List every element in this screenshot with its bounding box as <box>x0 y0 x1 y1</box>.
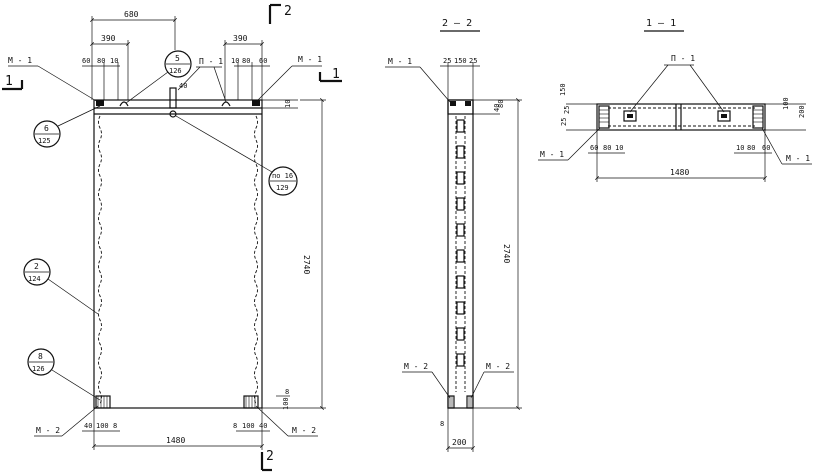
p1-insert-left <box>623 110 637 122</box>
label-22-m1: M - 1 <box>388 57 412 66</box>
dim-11-25-b: 25 <box>560 118 568 126</box>
dim-11-200: 200 <box>798 105 806 118</box>
callout-8-126: 8 126 <box>27 348 101 401</box>
dim-bottom-40-right: 40 <box>259 422 267 430</box>
section-1-1-title: 1 — 1 <box>646 18 676 29</box>
dim-11-80-left: 80 <box>603 144 611 152</box>
dim-11-1480: 1480 <box>670 168 689 177</box>
right-wavy-edge <box>254 115 258 405</box>
dim-10-right: 10 <box>231 57 239 65</box>
label-11-m1-left: M - 1 <box>540 150 564 159</box>
section-marker-bottom: 2 <box>266 449 274 464</box>
dim-80-left: 80 <box>97 57 105 65</box>
dim-680: 680 <box>124 10 139 19</box>
section-2-2-title: 2 — 2 <box>442 18 472 29</box>
dim-bottom-100-left: 100 <box>96 422 109 430</box>
dim-11-60-right: 60 <box>762 144 770 152</box>
center-insert <box>169 87 177 109</box>
section-2-2-view: 2 — 2 25 150 25 <box>385 18 522 452</box>
svg-text:126: 126 <box>32 365 45 373</box>
section-marker-top: 2 <box>284 4 292 19</box>
top-loop-left <box>119 101 129 107</box>
dim-22-25-left: 25 <box>443 57 451 65</box>
dim-bottom-100-right: 100 <box>242 422 255 430</box>
section-1-1-view: 1 — 1 П - 1 <box>538 18 812 182</box>
callout-5-126: 5 126 <box>125 50 192 104</box>
label-m2-left: M - 2 <box>36 426 60 435</box>
label-22-m2-right: M - 2 <box>486 362 510 371</box>
dim-11-10-left: 10 <box>615 144 623 152</box>
callout-6-125: 6 125 <box>33 105 101 148</box>
dim-11-80-right: 80 <box>747 144 755 152</box>
dim-22-150: 150 <box>454 57 467 65</box>
svg-text:126: 126 <box>169 67 182 75</box>
dim-2740: 2740 <box>302 255 311 274</box>
dim-390-left: 390 <box>101 34 116 43</box>
dim-11-25-a: 25 <box>563 106 571 114</box>
svg-text:5: 5 <box>175 54 180 63</box>
label-m2-right: M - 2 <box>292 426 316 435</box>
label-m1-left: M - 1 <box>8 56 32 65</box>
label-11-p1: П - 1 <box>671 54 695 63</box>
section-marker-left: 1 <box>5 74 13 89</box>
elevation-view: 680 390 390 60 80 10 10 80 60 40 10 2740 <box>2 3 342 472</box>
dim-22-200: 200 <box>452 438 467 447</box>
dim-80-right: 80 <box>242 57 250 65</box>
dim-22-25-right: 25 <box>469 57 477 65</box>
callout-po16-129: по 16 129 <box>175 115 298 196</box>
dim-10-left: 10 <box>110 57 118 65</box>
svg-text:124: 124 <box>28 275 41 283</box>
m1-plate-right <box>252 100 260 106</box>
dim-bottom-8-right: 8 <box>233 422 237 430</box>
callout-2-124: 2 124 <box>23 258 99 315</box>
dim-bottom-100: 100 <box>282 397 290 410</box>
label-22-m2-left: M - 2 <box>404 362 428 371</box>
dim-11-10-right: 10 <box>736 144 744 152</box>
svg-text:125: 125 <box>38 137 51 145</box>
dim-22-40: 40 <box>493 104 501 112</box>
dim-1480: 1480 <box>166 436 185 445</box>
dim-60-right: 60 <box>259 57 267 65</box>
section-2-2-slots <box>456 119 465 367</box>
svg-text:2: 2 <box>34 262 39 271</box>
m1-plate-left <box>96 100 104 106</box>
label-11-m1-right: M - 1 <box>786 154 810 163</box>
svg-text:по 16: по 16 <box>272 172 293 180</box>
p1-insert-right <box>717 110 731 122</box>
dim-22-2740: 2740 <box>502 244 511 263</box>
dim-22-8: 8 <box>440 420 444 428</box>
dim-10-side: 10 <box>284 100 292 108</box>
dim-11-60-left: 60 <box>590 144 598 152</box>
svg-text:8: 8 <box>38 352 43 361</box>
dim-22-80: 80 <box>497 100 505 108</box>
svg-text:6: 6 <box>44 124 49 133</box>
dim-40-top: 40 <box>179 82 187 90</box>
dim-bottom-8-left: 8 <box>113 422 117 430</box>
dim-390-right: 390 <box>233 34 248 43</box>
panel-outline <box>93 99 263 409</box>
svg-text:129: 129 <box>276 184 289 192</box>
m2-plate-right <box>243 395 259 409</box>
dim-bottom-8-side: 8 <box>285 388 289 396</box>
dim-11-150: 150 <box>559 83 567 96</box>
dim-bottom-40-left: 40 <box>84 422 92 430</box>
left-wavy-edge <box>98 115 102 405</box>
dim-60-left: 60 <box>82 57 90 65</box>
top-loop-right <box>221 101 231 107</box>
label-m1-right: M - 1 <box>298 55 322 64</box>
label-p1: П - 1 <box>199 57 223 66</box>
section-1-1-plate-left <box>598 105 610 129</box>
center-bolt-icon <box>169 110 177 118</box>
section-marker-right: 1 <box>332 67 340 82</box>
section-1-1-plate-right <box>752 105 764 129</box>
